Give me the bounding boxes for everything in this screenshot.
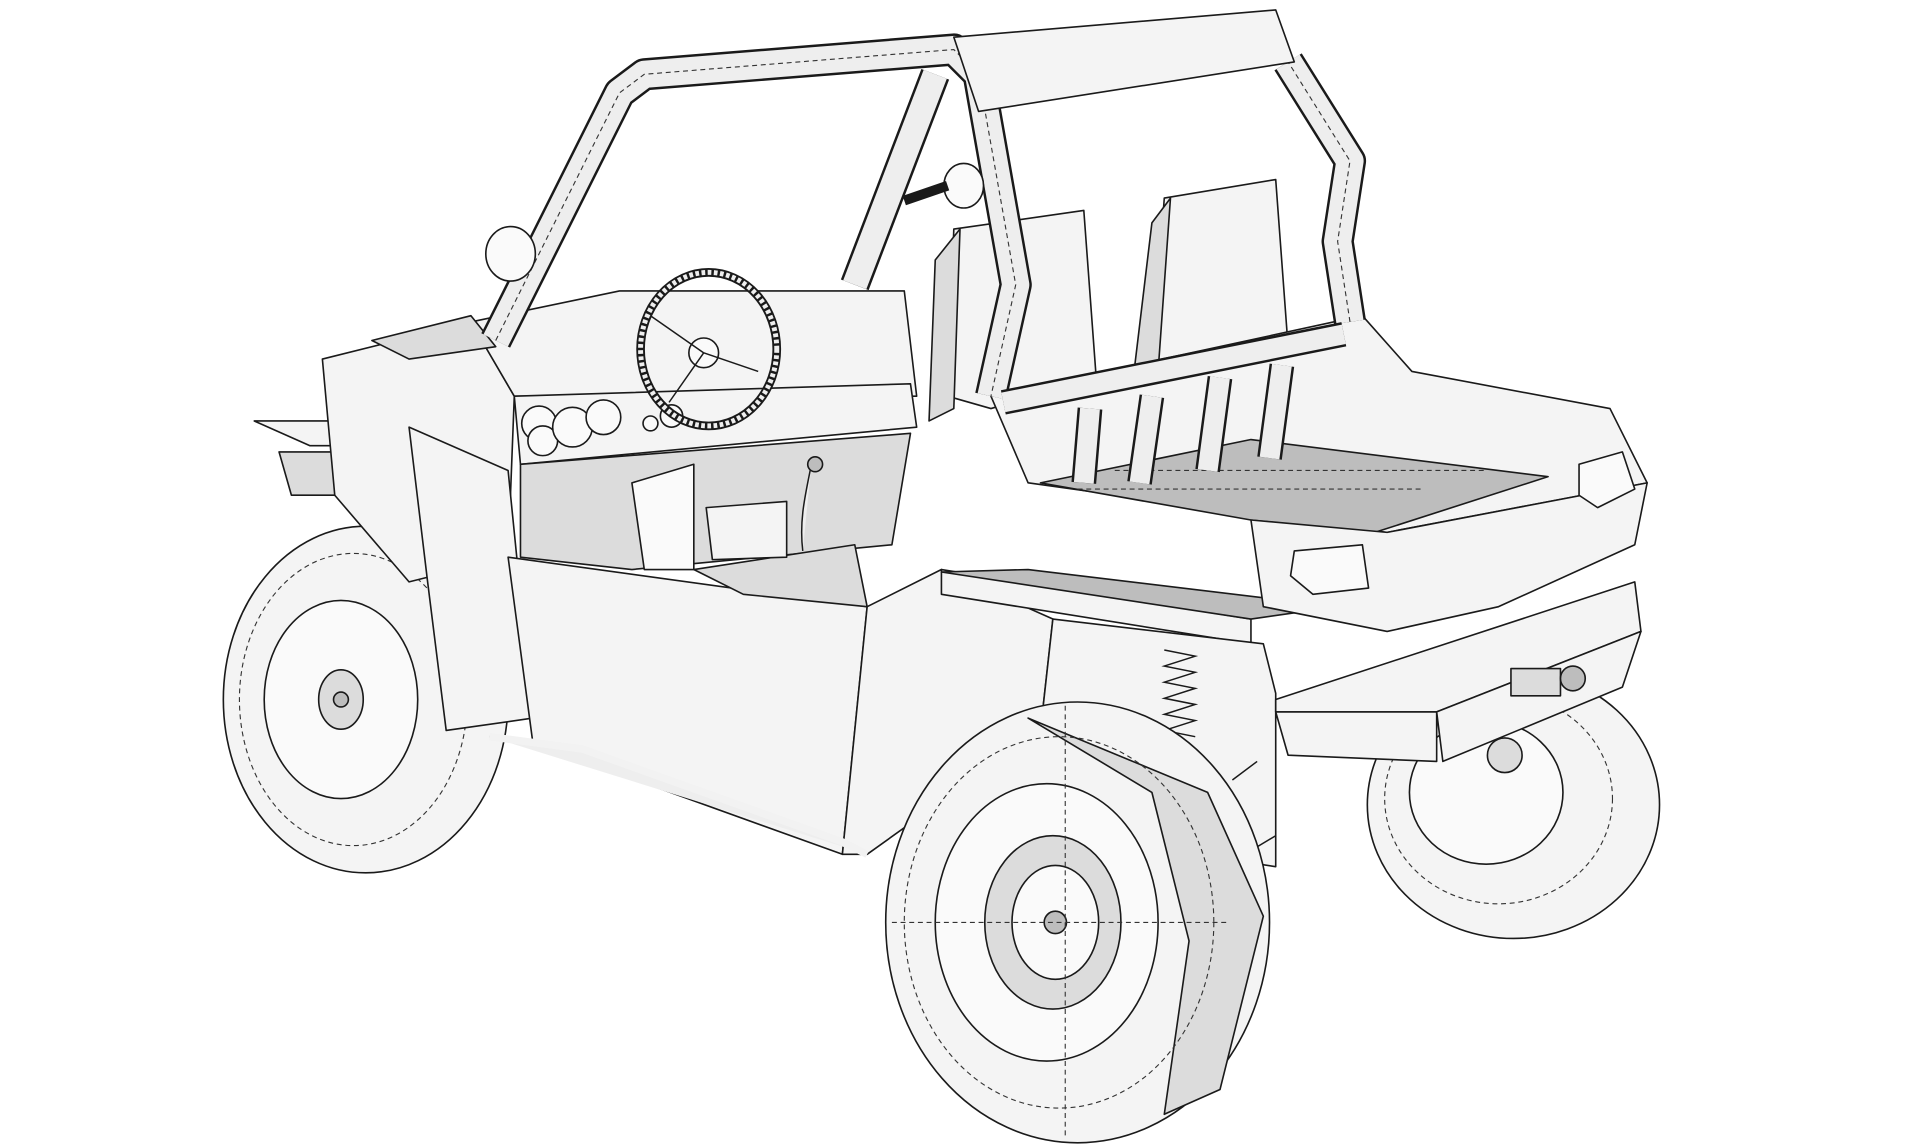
roll-cage	[481, 9, 1367, 485]
buggy-body	[253, 178, 1648, 868]
front-left-wheel	[884, 701, 1271, 1144]
